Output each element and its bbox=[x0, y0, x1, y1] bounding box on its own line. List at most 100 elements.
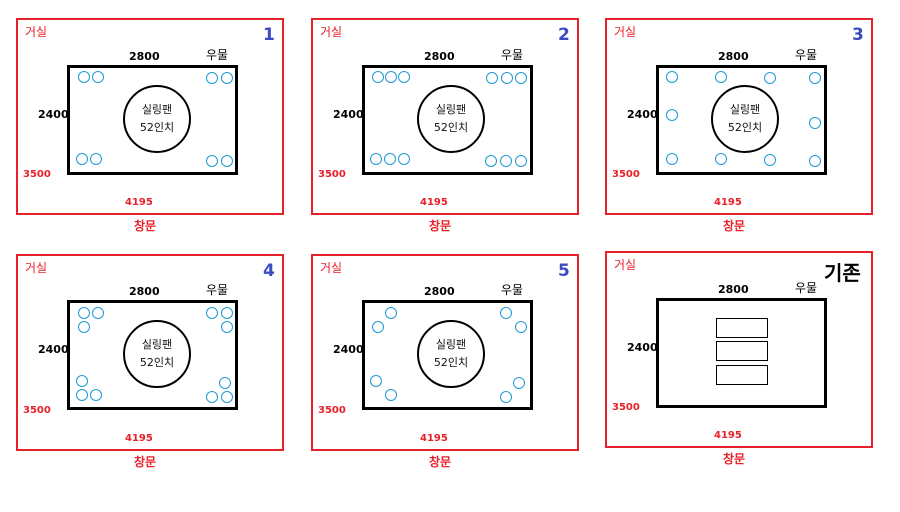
height-label-3: 2400 bbox=[627, 108, 658, 121]
panel-number-2: 2 bbox=[558, 25, 570, 45]
light-marker bbox=[221, 72, 233, 84]
light-marker bbox=[715, 71, 727, 83]
light-marker bbox=[372, 321, 384, 333]
width-label-1: 2800 bbox=[129, 50, 160, 63]
height-label-2: 2400 bbox=[333, 108, 364, 121]
panel-outer-2[interactable] bbox=[311, 18, 579, 215]
panel-outer-existing[interactable] bbox=[605, 251, 873, 448]
window-label-2: 창문 bbox=[429, 219, 452, 233]
well-label-1: 우물 bbox=[206, 48, 229, 62]
light-marker bbox=[385, 71, 397, 83]
outer-height-label-1: 3500 bbox=[23, 169, 51, 180]
outer-height-label-3: 3500 bbox=[612, 169, 640, 180]
panel-outer-5[interactable] bbox=[311, 254, 579, 451]
well-label-2: 우물 bbox=[501, 48, 524, 62]
light-marker bbox=[372, 71, 384, 83]
width-label-existing: 2800 bbox=[718, 283, 749, 296]
panel-outer-4[interactable] bbox=[16, 254, 284, 451]
fan-label-line2: 52인치 bbox=[139, 121, 175, 134]
light-marker bbox=[92, 307, 104, 319]
light-marker bbox=[715, 153, 727, 165]
fan-label-line1: 실링팬 bbox=[141, 338, 173, 351]
light-marker bbox=[92, 71, 104, 83]
light-marker bbox=[385, 307, 397, 319]
outer-height-label-existing: 3500 bbox=[612, 402, 640, 413]
panel-number-1: 1 bbox=[263, 25, 275, 45]
window-label-existing: 창문 bbox=[723, 452, 746, 466]
panel-outer-3[interactable] bbox=[605, 18, 873, 215]
window-label-3: 창문 bbox=[723, 219, 746, 233]
light-marker bbox=[666, 153, 678, 165]
light-marker bbox=[206, 72, 218, 84]
fan-label-line1: 실링팬 bbox=[435, 103, 467, 116]
outer-height-label-4: 3500 bbox=[23, 405, 51, 416]
light-marker bbox=[219, 377, 231, 389]
light-marker bbox=[809, 72, 821, 84]
well-label-4: 우물 bbox=[206, 283, 229, 297]
light-marker bbox=[370, 153, 382, 165]
light-marker bbox=[221, 307, 233, 319]
light-marker bbox=[221, 391, 233, 403]
ceiling-fan-1: 실링팬 52인치 bbox=[123, 85, 191, 153]
light-marker bbox=[501, 72, 513, 84]
panel-outer-1[interactable] bbox=[16, 18, 284, 215]
room-label-4: 거실 bbox=[25, 261, 48, 275]
light-marker bbox=[76, 375, 88, 387]
light-marker bbox=[513, 377, 525, 389]
room-label-2: 거실 bbox=[320, 25, 343, 39]
fan-label-line2: 52인치 bbox=[139, 356, 175, 369]
outer-height-label-5: 3500 bbox=[318, 405, 346, 416]
light-marker bbox=[486, 72, 498, 84]
light-marker bbox=[78, 321, 90, 333]
window-label-5: 창문 bbox=[429, 455, 452, 469]
outer-width-label-4: 4195 bbox=[125, 433, 153, 444]
light-marker bbox=[500, 391, 512, 403]
well-label-existing: 우물 bbox=[795, 281, 818, 295]
well-label-3: 우물 bbox=[795, 48, 818, 62]
light-marker bbox=[515, 321, 527, 333]
light-marker bbox=[78, 307, 90, 319]
panel-number-4: 4 bbox=[263, 261, 275, 281]
light-marker bbox=[809, 155, 821, 167]
light-marker bbox=[515, 155, 527, 167]
light-marker bbox=[76, 389, 88, 401]
outer-width-label-5: 4195 bbox=[420, 433, 448, 444]
outer-width-label-2: 4195 bbox=[420, 197, 448, 208]
light-marker bbox=[666, 109, 678, 121]
outer-width-label-3: 4195 bbox=[714, 197, 742, 208]
light-marker bbox=[515, 72, 527, 84]
light-marker bbox=[206, 307, 218, 319]
width-label-4: 2800 bbox=[129, 285, 160, 298]
window-label-1: 창문 bbox=[134, 219, 157, 233]
light-marker bbox=[764, 72, 776, 84]
fan-label-line2: 52인치 bbox=[727, 121, 763, 134]
height-label-1: 2400 bbox=[38, 108, 69, 121]
light-marker bbox=[76, 153, 88, 165]
room-label-existing: 거실 bbox=[614, 258, 637, 272]
height-label-existing: 2400 bbox=[627, 341, 658, 354]
light-marker bbox=[385, 389, 397, 401]
light-marker bbox=[221, 321, 233, 333]
height-label-4: 2400 bbox=[38, 343, 69, 356]
light-marker bbox=[90, 153, 102, 165]
light-marker bbox=[398, 71, 410, 83]
room-label-1: 거실 bbox=[25, 25, 48, 39]
light-marker bbox=[78, 71, 90, 83]
room-label-5: 거실 bbox=[320, 261, 343, 275]
light-marker bbox=[500, 155, 512, 167]
existing-title: 기존 bbox=[824, 261, 861, 285]
panel-number-5: 5 bbox=[558, 261, 570, 281]
width-label-3: 2800 bbox=[718, 50, 749, 63]
fan-label-line1: 실링팬 bbox=[141, 103, 173, 116]
light-marker bbox=[206, 391, 218, 403]
width-label-5: 2800 bbox=[424, 285, 455, 298]
well-label-5: 우물 bbox=[501, 283, 524, 297]
light-marker bbox=[370, 375, 382, 387]
fan-label-line2: 52인치 bbox=[433, 356, 469, 369]
existing-fixture-1 bbox=[716, 318, 768, 338]
existing-fixture-2 bbox=[716, 341, 768, 361]
window-label-4: 창문 bbox=[134, 455, 157, 469]
light-marker bbox=[90, 389, 102, 401]
